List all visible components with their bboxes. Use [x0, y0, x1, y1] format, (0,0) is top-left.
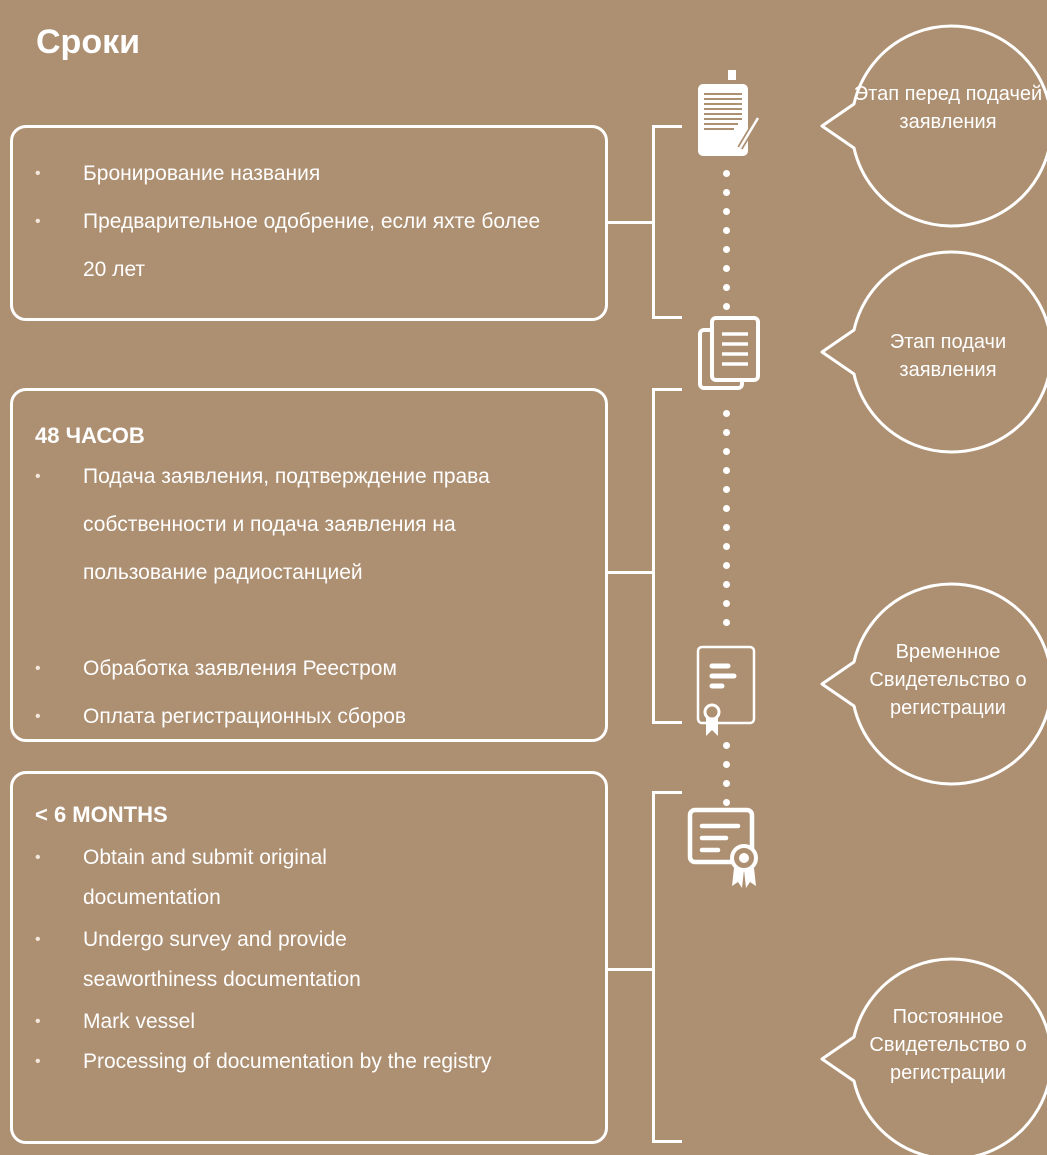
bullet-icon: •: [35, 1013, 41, 1030]
timeline-dot: [723, 284, 730, 291]
list-item-text: Undergo survey and provide seaworthiness…: [83, 928, 361, 991]
bullet-icon: •: [35, 1053, 41, 1070]
timeline-dot: [723, 505, 730, 512]
list-item: • Undergo survey and provide seaworthine…: [13, 920, 595, 1000]
speech-bubble-shape: [820, 24, 1047, 228]
timeline-dot: [723, 227, 730, 234]
timeline-dot: [723, 780, 730, 787]
list-item: • Обработка заявления Реестром: [13, 645, 595, 693]
stage-label: Этап подачи заявления: [889, 331, 1007, 381]
list-item: • Оплата регистрационных сборов: [13, 693, 595, 741]
list-item-text: Бронирование названия: [83, 162, 321, 185]
certificate-award-icon: [682, 806, 772, 895]
list-item-text: Obtain and submit original documentation: [83, 846, 327, 909]
stage-bubble-pre-application: Этап перед подачей заявления: [820, 22, 1047, 228]
timeline-dot: [723, 742, 730, 749]
page-title: Сроки: [36, 23, 141, 61]
list-item-text: Оплата регистрационных сборов: [83, 705, 407, 728]
list-item: • Mark vessel: [13, 1002, 595, 1042]
stage-bubble-temporary-certificate: Временное Свидетельство о регистрации: [820, 580, 1047, 786]
stage-box-permanent: < 6 MONTHS • Obtain and submit original …: [10, 771, 608, 1144]
timeline-dot: [723, 562, 730, 569]
clipboard-document-icon: [694, 70, 764, 167]
documents-stack-icon: [696, 314, 766, 401]
bracket: [652, 791, 682, 1143]
speech-bubble-shape: [820, 582, 1047, 786]
bullet-icon: •: [35, 660, 41, 677]
list-item: • Obtain and submit original documentati…: [13, 838, 595, 918]
timeline-dot: [723, 170, 730, 177]
timeline-dot: [723, 600, 730, 607]
list-item: • Предварительное одобрение, если яхте б…: [13, 198, 595, 294]
stage-heading: < 6 MONTHS: [35, 802, 168, 827]
connector-line: [608, 571, 652, 574]
timeline-dot: [723, 799, 730, 806]
stage-label: Временное Свидетельство о регистрации: [869, 641, 1027, 719]
bullet-icon: •: [35, 849, 41, 866]
timeline-dot: [723, 486, 730, 493]
timeline-dot: [723, 429, 730, 436]
timeline-dot: [723, 543, 730, 550]
connector-line: [608, 968, 652, 971]
bracket: [652, 125, 682, 319]
list-item-text: Processing of documentation by the regis…: [83, 1050, 492, 1073]
bullet-icon: •: [35, 468, 41, 485]
list-item-text: Предварительное одобрение, если яхте бол…: [83, 210, 541, 281]
timeline-dot: [723, 524, 730, 531]
list-item-text: Обработка заявления Реестром: [83, 657, 397, 680]
timeline-dot: [723, 410, 730, 417]
timeline-dot: [723, 761, 730, 768]
timeline-dot: [723, 448, 730, 455]
timeline-dot: [723, 619, 730, 626]
timeline-dot: [723, 581, 730, 588]
bullet-icon: •: [35, 931, 41, 948]
bullet-icon: •: [35, 708, 41, 725]
list-item: • Подача заявления, подтверждение права …: [13, 453, 595, 597]
timeline-dot: [723, 303, 730, 310]
stage-label: Постоянное Свидетельство о регистрации: [869, 1006, 1027, 1084]
bracket: [652, 388, 682, 724]
timeline-dot: [723, 246, 730, 253]
speech-bubble-shape: [820, 250, 1047, 454]
list-item-text: Подача заявления, подтверждение права со…: [83, 465, 490, 584]
stage-box-application: 48 ЧАСОВ • Подача заявления, подтвержден…: [10, 388, 608, 742]
connector-line: [608, 221, 652, 224]
stage-bubble-application: Этап подачи заявления: [820, 248, 1047, 454]
stage-box-pre-application: • Бронирование названия • Предварительно…: [10, 125, 608, 321]
list-item: • Processing of documentation by the reg…: [13, 1042, 595, 1082]
stage-bubble-permanent-certificate: Постоянное Свидетельство о регистрации: [820, 955, 1047, 1155]
stage-label: Этап перед подачей заявления: [853, 83, 1043, 133]
speech-bubble-shape: [820, 957, 1047, 1155]
stage-heading: 48 ЧАСОВ: [35, 423, 145, 448]
timeline-dot: [723, 467, 730, 474]
timeline-dot: [723, 189, 730, 196]
bullet-icon: •: [35, 213, 41, 230]
timeline-dot: [723, 265, 730, 272]
list-item: • Бронирование названия: [13, 150, 595, 198]
timeline-dot: [723, 208, 730, 215]
list-item-text: Mark vessel: [83, 1010, 196, 1033]
bullet-icon: •: [35, 165, 41, 182]
certificate-ribbon-icon: [694, 644, 760, 745]
